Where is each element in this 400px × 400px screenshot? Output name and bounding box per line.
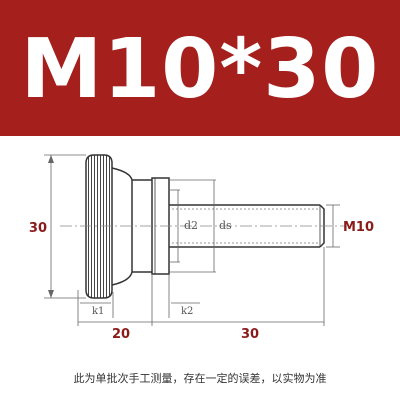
knurled-head bbox=[85, 154, 113, 299]
banner-title: M10*30 bbox=[20, 22, 380, 117]
head-length-label: 20 bbox=[112, 327, 130, 342]
d2-label: d2 bbox=[184, 219, 198, 232]
diameter-dimension-lines bbox=[170, 179, 216, 273]
screw-technical-drawing: 30 bbox=[29, 154, 374, 342]
head-neck bbox=[111, 167, 152, 286]
k2-label: k2 bbox=[181, 306, 193, 317]
height-arrows bbox=[48, 155, 54, 298]
thread-dimension bbox=[326, 204, 340, 248]
thread-label: M10 bbox=[343, 220, 374, 235]
measurement-note: 此为单批次手工测量，存在一定的误差，以实物为准 bbox=[73, 372, 327, 385]
length-extension-lines bbox=[77, 247, 325, 326]
k1-label: k1 bbox=[92, 306, 104, 317]
height-label: 30 bbox=[29, 221, 47, 236]
title-banner: M10*30 bbox=[0, 0, 400, 136]
height-extension-lines bbox=[44, 154, 86, 299]
thread-length-label: 30 bbox=[241, 327, 259, 342]
ds-label: ds bbox=[219, 219, 232, 232]
